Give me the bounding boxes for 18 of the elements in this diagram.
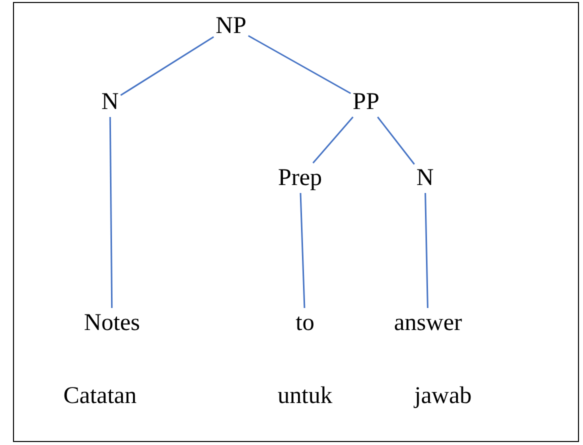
tree-branch	[424, 192, 428, 308]
tree-branch	[109, 117, 113, 308]
tree-node-label: PP	[352, 89, 380, 115]
tree-node-label: N	[101, 89, 119, 115]
tree-node-label: Notes	[84, 310, 140, 336]
tree-branch	[300, 192, 306, 308]
tree-node-label: Prep	[278, 165, 322, 191]
tree-node-label: answer	[394, 310, 462, 336]
tree-branch	[120, 36, 214, 96]
tree-node-label: NP	[216, 13, 246, 39]
translation-word: untuk	[278, 383, 332, 409]
tree-branch	[248, 35, 352, 94]
tree-node-label: N	[416, 165, 434, 191]
translation-word: Catatan	[63, 383, 137, 409]
translation-word: jawab	[414, 383, 472, 409]
tree-branch	[312, 116, 354, 164]
tree-node-label: to	[296, 310, 314, 336]
tree-branch	[377, 116, 415, 165]
